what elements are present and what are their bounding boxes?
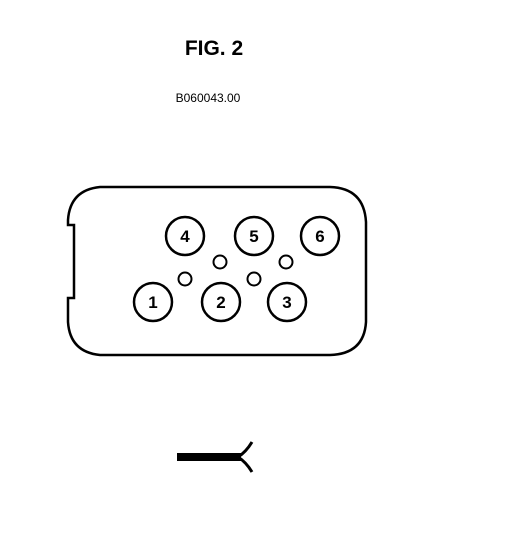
pin-label: 3 [282,293,291,312]
pin-circle [132,281,174,323]
pin-circle [299,215,341,257]
pin-label: 5 [249,227,258,246]
small-hole [246,271,262,287]
pin-circle [233,215,275,257]
small-hole [212,254,228,270]
pin-circle [164,215,206,257]
pin-2: 2 [200,281,242,323]
pin-5: 5 [233,215,275,257]
wire-end-view-icon [177,441,254,473]
pin-circle [266,281,308,323]
pin-label: 4 [180,227,190,246]
small-hole [177,271,193,287]
connector-housing [66,185,368,357]
small-hole [278,254,294,270]
small-holes [177,254,294,287]
pin-3: 3 [266,281,308,323]
pin-label: 1 [148,293,157,312]
pin-4: 4 [164,215,206,257]
pin-1: 1 [132,281,174,323]
pin-label: 6 [315,227,324,246]
figure-title: FIG. 2 [185,37,243,60]
pin-circle [200,281,242,323]
pin-6: 6 [299,215,341,257]
reference-code: B060043.00 [176,91,241,105]
pin-label: 2 [216,293,225,312]
